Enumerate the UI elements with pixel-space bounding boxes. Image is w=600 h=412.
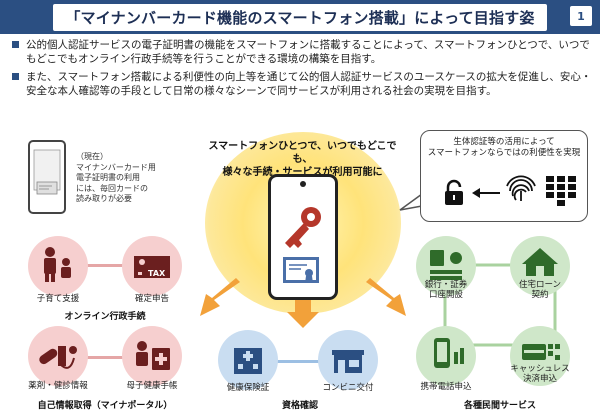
- admin-group-label: オンライン行政手続: [64, 312, 146, 322]
- note-line: マイナンバーカード用: [76, 162, 156, 172]
- tax-return-circle: TAX: [122, 236, 182, 296]
- bullet-square-icon: [12, 41, 19, 48]
- medicine-circle: [28, 326, 88, 386]
- certificate-icon: [283, 257, 319, 283]
- mobile-contract-label: 携帯電話申込: [420, 382, 472, 392]
- unlock-icon: [445, 179, 463, 205]
- portal-connector: [58, 356, 153, 359]
- child-support-label: 子育て支援: [36, 294, 80, 304]
- arrow-left-small-icon: [472, 188, 500, 198]
- bubble-caption: 生体認証等の活用によって スマートフォンならではの利便性を実現: [424, 137, 584, 159]
- child-support-circle: [28, 236, 88, 296]
- current-card-note: （現在） マイナンバーカード用 電子証明書の利用 には、毎回カードの 読み取りが…: [76, 152, 176, 205]
- cashless-circle: [510, 326, 570, 386]
- bullet-item: 公的個人認証サービスの電子証明書の機能をスマートフォンに搭載することによって、ス…: [10, 38, 594, 66]
- bullet-text: 公的個人認証サービスの電子証明書の機能をスマートフォンに搭載することによって、ス…: [26, 39, 590, 65]
- medicine-label: 薬剤・健診情報: [28, 381, 88, 391]
- phone-camera-icon: [300, 181, 306, 187]
- bullet-text: また、スマートフォン搭載による利便性の向上等を通じて公的個人認証サービスのユース…: [26, 71, 592, 97]
- bank-label: 銀行・証券 口座開設: [424, 280, 468, 300]
- mother-child-icon: [136, 341, 170, 370]
- mobile-contract-circle: [416, 326, 476, 386]
- header-bar: 「マイナンバーカード機能のスマートフォン搭載」によって目指す姿 1: [0, 0, 600, 34]
- center-caption-line: スマートフォンひとつで、いつでもどこでも、: [208, 141, 397, 165]
- mobile-phone-icon: [434, 338, 464, 368]
- home-loan-circle: [510, 236, 570, 296]
- medicine-icon: [39, 346, 77, 369]
- home-loan-label: 住宅ローン 契約: [518, 280, 562, 300]
- page-number: 1: [570, 6, 592, 26]
- note-line: には、毎回カードの: [76, 183, 148, 193]
- note-line: 読み取りが必要: [76, 194, 132, 203]
- hospital-icon: [234, 348, 262, 374]
- tax-bill-icon: [134, 256, 170, 278]
- house-icon: [522, 248, 558, 276]
- health-insurance-label: 健康保険証: [226, 383, 270, 393]
- admin-connector: [58, 264, 153, 267]
- cashless-label: キャッシュレス 決済申込: [510, 364, 570, 384]
- card-reader-phone-icon: [28, 140, 66, 214]
- key-icon: [285, 207, 321, 248]
- bullet-item: また、スマートフォン搭載による利便性の向上等を通じて公的個人認証サービスのユース…: [10, 70, 594, 98]
- private-group-label: 各種民間サービス: [463, 401, 536, 411]
- note-line: （現在）: [76, 152, 108, 161]
- bubble-line: 生体認証等の活用によって: [453, 137, 555, 147]
- center-caption: スマートフォンひとつで、いつでもどこでも、 様々な手続・サービスが利用可能に: [200, 140, 405, 179]
- arrow-left-icon: [200, 278, 240, 316]
- convenience-store-icon: [332, 350, 364, 373]
- portal-group-label: 自己情報取得（マイナポータル）: [37, 401, 173, 411]
- bank-icon: [430, 250, 462, 280]
- maternal-handbook-circle: [122, 326, 182, 386]
- tax-return-label: 確定申告: [134, 294, 169, 304]
- maternal-handbook-label: 母子健康手帳: [126, 381, 178, 391]
- center-caption-line: 様々な手続・サービスが利用可能に: [222, 167, 383, 178]
- note-line: 電子証明書の利用: [76, 173, 140, 182]
- family-icon: [44, 247, 71, 282]
- bank-circle: [416, 236, 476, 296]
- identity-group-label: 資格確認: [281, 401, 318, 411]
- convenience-store-circle: [318, 330, 378, 390]
- bullet-list: 公的個人認証サービスの電子証明書の機能をスマートフォンに搭載することによって、ス…: [10, 38, 594, 102]
- fingerprint-icon: [506, 175, 536, 201]
- cashless-icon: [522, 344, 560, 360]
- identity-connector: [250, 360, 350, 363]
- health-insurance-circle: [218, 330, 278, 390]
- bullet-square-icon: [12, 73, 19, 80]
- convenience-store-label: コンビニ交付: [322, 383, 374, 393]
- bubble-line: スマートフォンならではの利便性を実現: [427, 148, 581, 158]
- page-title: 「マイナンバーカード機能のスマートフォン搭載」によって目指す姿: [53, 3, 547, 31]
- keypad-icon: [546, 176, 576, 206]
- tax-text: TAX: [148, 269, 166, 278]
- smartphone-icon: [268, 174, 338, 300]
- arrow-right-icon: [366, 278, 406, 316]
- arrow-down-icon: [287, 300, 319, 328]
